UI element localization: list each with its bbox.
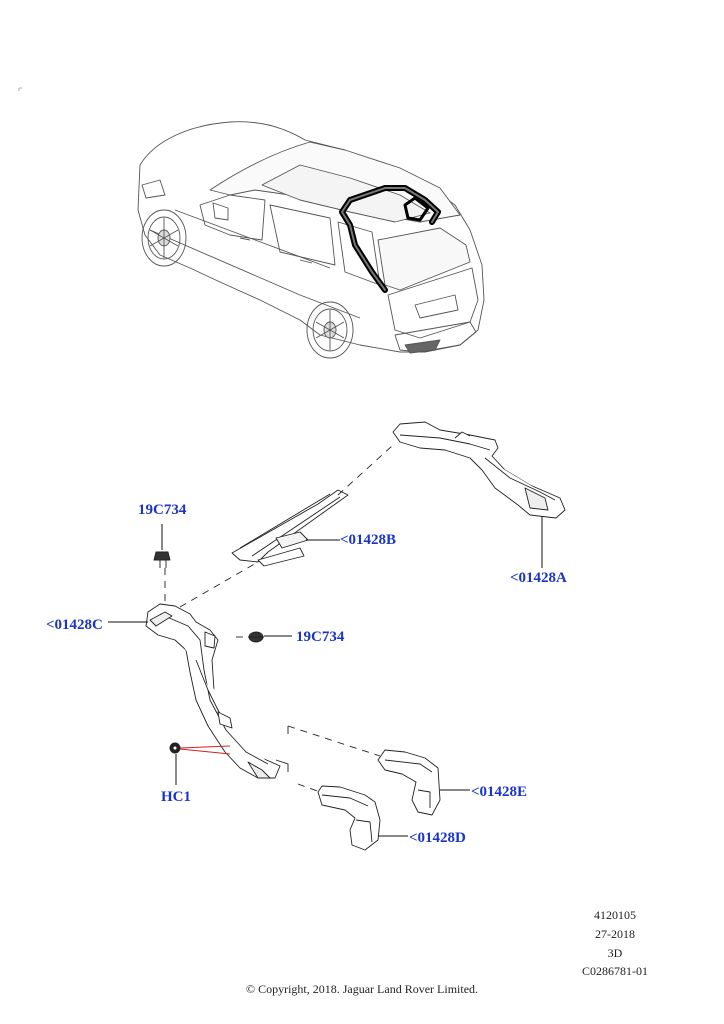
callout-01428b[interactable]: <01428B [340,532,397,548]
clip-19c734-mid [248,631,264,643]
clip-19c734-top [153,551,171,568]
callout-01428e[interactable]: <01428E [471,784,528,800]
exploded-parts [145,421,566,851]
part-01428c [145,603,281,779]
callout-19c734-mid[interactable]: 19C734 [296,629,345,645]
callout-01428c[interactable]: <01428C [46,617,103,633]
corner-mark [18,87,22,91]
bracket-mark [275,726,289,772]
part-01428a [392,421,566,519]
reference-date: 27-2018 [595,927,635,941]
alignment-lines [164,445,393,793]
duct-location-highlight [339,185,441,293]
reference-code: 4120105 [594,908,636,922]
leader-lines [108,516,543,837]
part-01428d [317,785,381,851]
drawing-number: C0286781-01 [582,964,648,978]
part-01428b [231,489,349,567]
reference-view: 3D [607,946,623,960]
fixing-hc1 [169,742,181,754]
callout-01428d[interactable]: <01428D [409,830,466,846]
callout-01428a[interactable]: <01428A [510,570,567,586]
copyright-notice: © Copyright, 2018. Jaguar Land Rover Lim… [245,982,479,996]
callout-19c734-top[interactable]: 19C734 [138,502,187,518]
vehicle-illustration [137,121,485,359]
callout-hc1[interactable]: HC1 [161,789,191,805]
part-01428e [377,749,441,816]
leader-lines-red [179,745,231,755]
